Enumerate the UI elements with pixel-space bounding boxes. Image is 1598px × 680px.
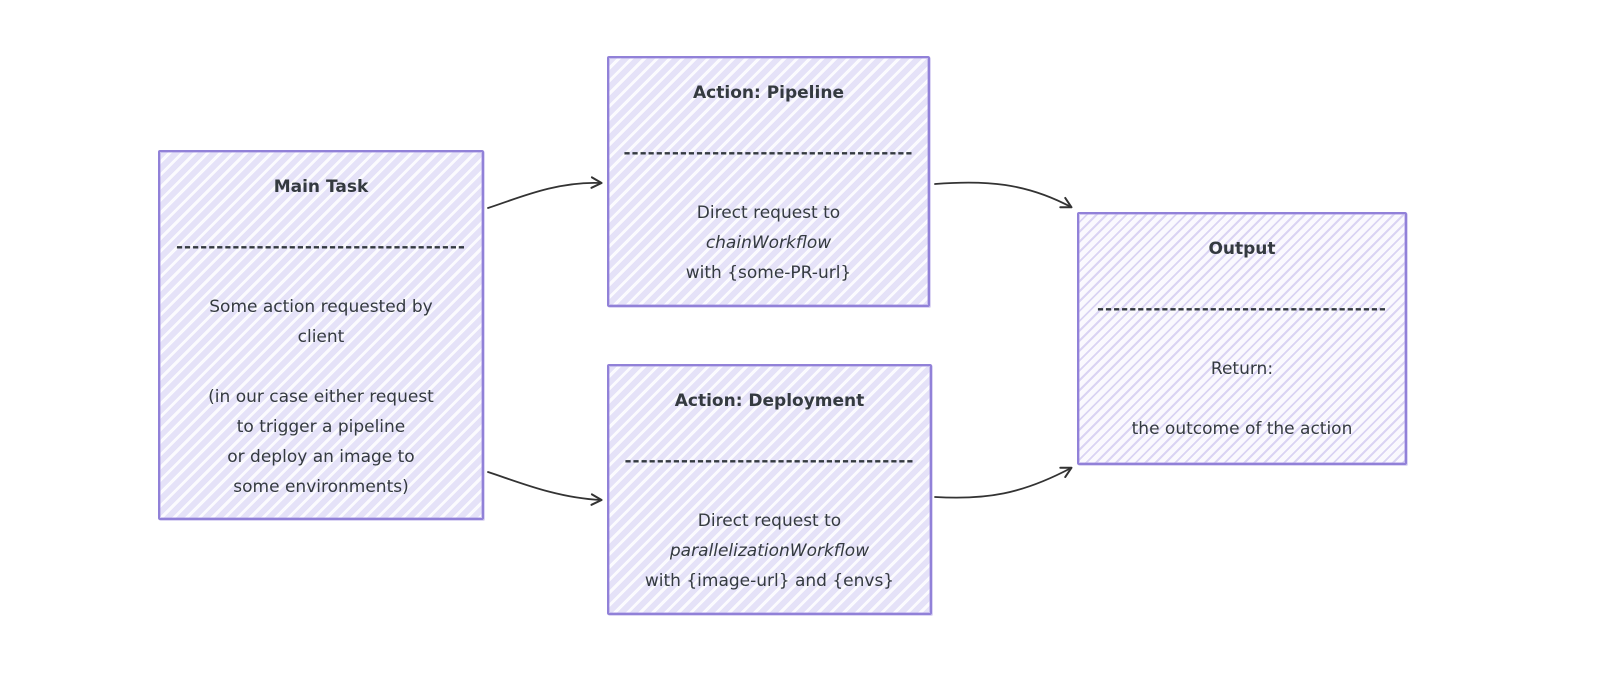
- node-main-task-separator: ------------------------------------: [175, 237, 466, 257]
- node-main-task-title: Main Task: [273, 177, 369, 197]
- node-action-pipeline: Action: Pipeline -----------------------…: [607, 56, 930, 307]
- spacer: [160, 202, 482, 232]
- node-main-task-text: Some action requested by: [209, 297, 433, 317]
- spacer: [1079, 264, 1405, 294]
- node-action-deployment-text: Direct request to: [697, 511, 842, 531]
- node-main-task-text: to trigger a pipeline: [236, 417, 406, 437]
- node-main-task-text: [160, 352, 482, 382]
- node-output-text: the outcome of the action: [1131, 419, 1353, 439]
- node-main-task-text: client: [297, 327, 345, 347]
- node-output-separator: ------------------------------------: [1096, 299, 1387, 319]
- node-output-text: Return:: [1210, 359, 1274, 379]
- node-action-pipeline-title: Action: Pipeline: [693, 83, 844, 103]
- edge-action-deployment-to-output: [934, 466, 1073, 499]
- node-action-pipeline-workflow-name: chainWorkflow: [705, 233, 832, 253]
- node-main-task-text: some environments): [233, 477, 409, 497]
- node-output-title: Output: [1208, 239, 1276, 259]
- spacer: [609, 108, 928, 138]
- spacer: [609, 168, 928, 198]
- node-main-task: Main Task ------------------------------…: [158, 150, 484, 520]
- node-action-pipeline-text: with {some-PR-url}: [685, 263, 852, 283]
- node-output-text: [1079, 384, 1405, 414]
- node-action-deployment-title: Action: Deployment: [674, 391, 865, 411]
- spacer: [609, 476, 930, 506]
- spacer: [1079, 324, 1405, 354]
- node-action-pipeline-text: Direct request to: [696, 203, 841, 223]
- spacer: [609, 416, 930, 446]
- node-action-deployment-workflow-name: parallelizationWorkflow: [669, 541, 870, 561]
- edge-main-task-to-action-deployment: [487, 471, 603, 506]
- node-action-deployment-text: with {image-url} and {envs}: [644, 571, 895, 591]
- edge-main-task-to-action-pipeline: [487, 176, 603, 209]
- node-output: Output ---------------------------------…: [1077, 212, 1407, 465]
- spacer: [160, 262, 482, 292]
- edge-action-pipeline-to-output: [934, 181, 1073, 209]
- node-main-task-text: or deploy an image to: [227, 447, 415, 467]
- node-action-deployment: Action: Deployment ---------------------…: [607, 364, 932, 615]
- node-action-pipeline-separator: ------------------------------------: [623, 143, 914, 163]
- node-action-deployment-separator: ------------------------------------: [624, 451, 915, 471]
- node-main-task-text: (in our case either request: [208, 387, 434, 407]
